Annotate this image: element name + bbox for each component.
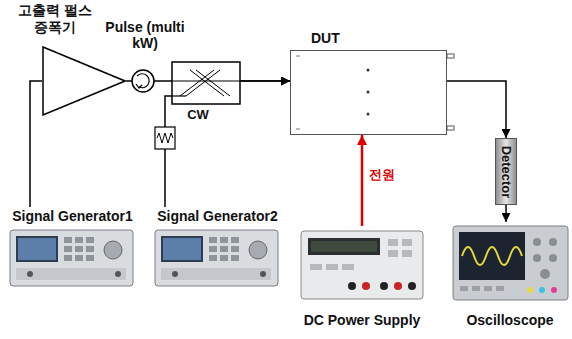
signal-connector xyxy=(447,81,506,138)
dc-power-supply: DC Power Supply xyxy=(297,226,427,330)
attenuator-symbol xyxy=(155,127,175,149)
oscilloscope: Oscilloscope xyxy=(450,222,570,330)
amplifier-triangle: 고출력 펄스 증폭기 xyxy=(42,46,126,116)
node-label: 고출력 펄스 증폭기 xyxy=(10,2,100,36)
signal-connector xyxy=(361,135,364,226)
signal-generator-picture xyxy=(155,230,278,286)
node-label: Detector xyxy=(498,145,514,198)
label-anchor: Pulse (multi kW) xyxy=(100,19,190,51)
node-label: Signal Generator1 xyxy=(12,207,133,226)
signal-connector xyxy=(30,81,42,207)
node-label: DC Power Supply xyxy=(304,311,421,330)
power-supply-picture xyxy=(301,231,423,299)
edge-label: 전원 xyxy=(369,167,395,183)
node-label: Oscilloscope xyxy=(466,311,553,330)
dut-box: DUT xyxy=(290,50,447,135)
signal-generator: Signal Generator2 xyxy=(150,207,285,292)
signal-generator: Signal Generator1 xyxy=(5,207,140,292)
signal-label: CW xyxy=(181,107,215,123)
detector-box: Detector xyxy=(495,138,517,205)
signal-generator-picture xyxy=(10,230,133,286)
signal-connector xyxy=(505,205,507,222)
signal-label: Pulse (multi kW) xyxy=(100,19,190,51)
amplifier-triangle xyxy=(43,47,125,115)
label-anchor: CW xyxy=(181,107,215,123)
dut-details xyxy=(296,54,454,130)
label-anchor: 전원 xyxy=(369,167,395,183)
coupler-symbol xyxy=(172,62,240,104)
oscilloscope-picture xyxy=(453,226,568,300)
node-label: Signal Generator2 xyxy=(157,207,278,226)
amplifier-outline xyxy=(42,46,126,116)
node-label: DUT xyxy=(311,30,371,47)
circulator-symbol xyxy=(132,70,154,92)
